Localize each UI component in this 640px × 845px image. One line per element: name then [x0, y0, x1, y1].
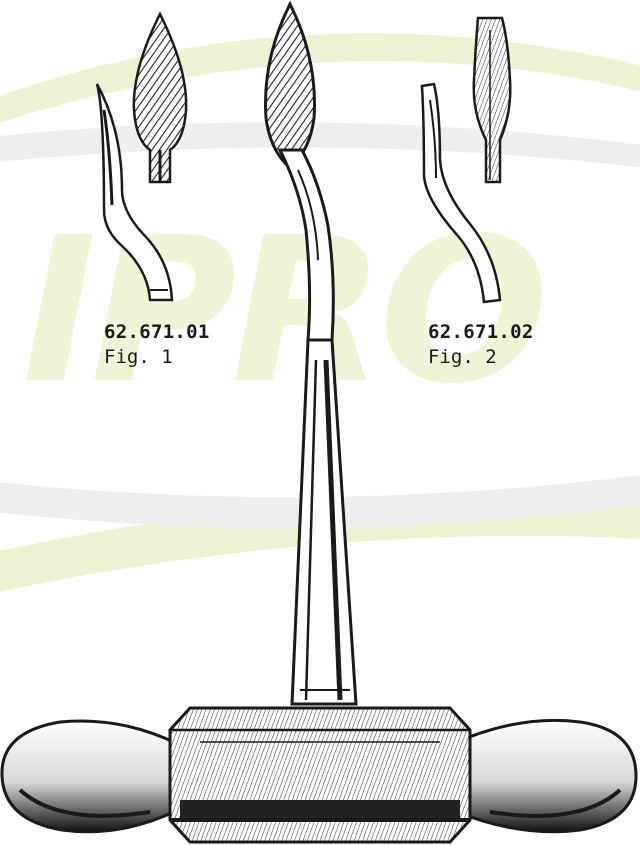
fig1-side-profile-icon [95, 83, 174, 302]
figure-label-1: Fig. 1 [104, 346, 173, 368]
figure-2-caption: 62.671.02 Fig. 2 [428, 320, 534, 370]
product-code-2: 62.671.02 [428, 321, 534, 343]
fig2-front-profile-icon [472, 16, 512, 184]
figure-label-2: Fig. 2 [428, 346, 497, 368]
t-handle-grip-icon [0, 706, 638, 844]
fig2-side-profile-icon [420, 82, 502, 304]
figure-1-caption: 62.671.01 Fig. 1 [104, 320, 210, 370]
t-handle-awl-icon [264, 0, 358, 706]
fig1-front-profile-icon [132, 11, 188, 184]
product-code-1: 62.671.01 [104, 321, 210, 343]
